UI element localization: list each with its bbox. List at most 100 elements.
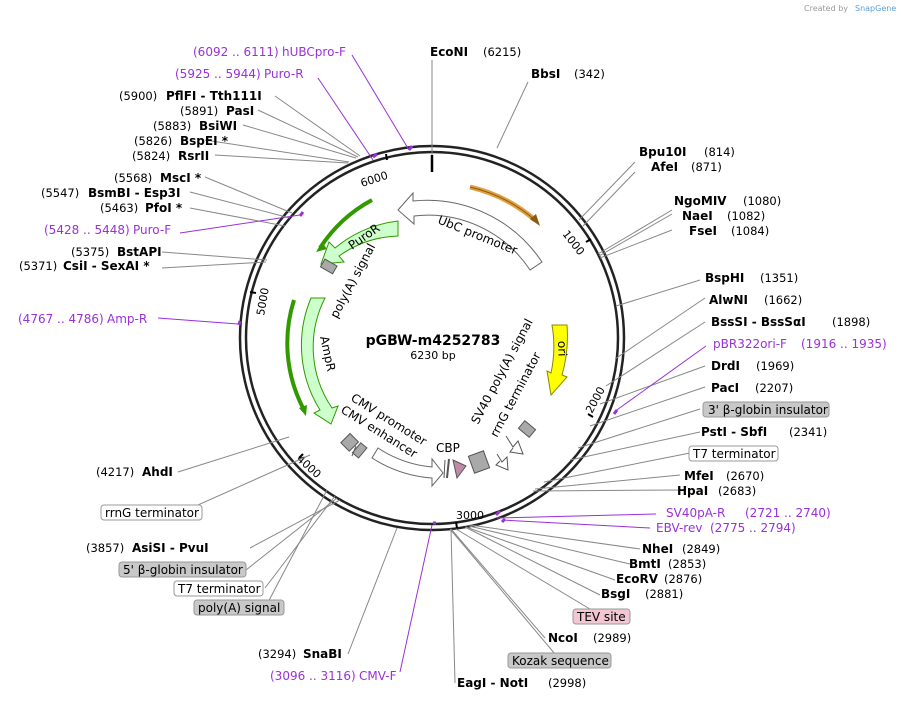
ampr-outer-arc xyxy=(285,299,305,409)
ori-arrow xyxy=(546,324,568,397)
enzyme-asisi-pos: (3857) xyxy=(86,541,124,555)
enzyme-bsgi-pos: (2881) xyxy=(645,587,683,601)
enzyme-fsei-pos: (1084) xyxy=(731,224,769,238)
primer-sv40pa-r: SV40pA-R xyxy=(666,506,725,520)
tick-3000: 3000 xyxy=(456,509,484,522)
feature-t7-terminator-left: T7 terminator xyxy=(177,582,261,596)
enzyme-bbsi: BbsI xyxy=(531,67,560,81)
enzyme-pasi-pos: (5891) xyxy=(180,104,218,118)
primer-hubcpro-f-pos: (6092 .. 6111) xyxy=(193,45,279,59)
enzyme-ahdi-pos: (4217) xyxy=(96,465,134,479)
enzyme-bspei: BspEI * xyxy=(180,134,229,148)
tev-site-inner xyxy=(452,459,467,480)
enzyme-paci: PacI xyxy=(711,381,739,395)
enzyme-afei: AfeI xyxy=(651,160,678,174)
ampr-arrow xyxy=(301,297,339,425)
enzyme-naei: NaeI xyxy=(682,209,713,223)
primer-puro-r: Puro-R xyxy=(264,67,304,81)
enzyme-bsphi: BspHI xyxy=(705,271,744,285)
enzyme-bsmbi-pos: (5547) xyxy=(41,186,79,200)
cbp-label: CBP xyxy=(436,441,460,455)
enzyme-bstapi: BstAPI xyxy=(117,245,162,259)
enzyme-bspei-pos: (5826) xyxy=(134,134,172,148)
enzyme-afei-pos: (871) xyxy=(691,160,722,174)
primer-pbr322ori-f: pBR322ori-F xyxy=(713,337,787,351)
enzyme-bsssi: BssSI - BssSαI xyxy=(711,315,806,329)
enzyme-ecorv-pos: (2876) xyxy=(664,572,702,586)
enzyme-bsiwi-pos: (5883) xyxy=(153,119,191,133)
enzyme-snabi-pos: (3294) xyxy=(258,647,296,661)
gray-box-1 xyxy=(319,258,338,275)
primer-puro-f: Puro-F xyxy=(133,223,171,237)
enzyme-ncoi: NcoI xyxy=(548,631,578,645)
enzyme-snabi: SnaBI xyxy=(303,647,342,661)
enzyme-csii-pos: (5371) xyxy=(19,259,57,273)
enzyme-ahdi: AhdI xyxy=(142,465,173,479)
enzyme-mfei: MfeI xyxy=(684,469,714,483)
enzyme-hpai-pos: (2683) xyxy=(718,484,756,498)
enzyme-pflfi: PflFI - Tth111I xyxy=(166,89,262,103)
enzyme-bsssi-pos: (1898) xyxy=(832,315,870,329)
outer-feature-labels: 3' β-globin insulator T7 terminator TEV … xyxy=(100,401,830,669)
enzyme-pfoi: PfoI * xyxy=(145,201,183,215)
enzyme-fsei: FseI xyxy=(689,224,717,238)
ubc-promoter-arrow xyxy=(397,191,543,271)
enzyme-hpai: HpaI xyxy=(677,484,708,498)
enzyme-bsphi-pos: (1351) xyxy=(760,271,798,285)
enzyme-bstapi-pos: (5375) xyxy=(71,245,109,259)
gray-box-rrng xyxy=(517,419,537,439)
snapgene-brand: SnapGene xyxy=(855,4,896,13)
gray-box-enhancer-1 xyxy=(340,432,360,452)
enzyme-bbsi-pos: (342) xyxy=(574,67,605,81)
enzyme-ncoi-pos: (2989) xyxy=(593,631,631,645)
tick-6000: 6000 xyxy=(359,169,390,190)
primer-cmv-f-pos: (3096 .. 3116) xyxy=(270,669,356,683)
feature-t7-terminator-right: T7 terminator xyxy=(692,447,776,461)
enzyme-ngomiv: NgoMIV xyxy=(674,194,727,208)
feature-tev-site: TEV site xyxy=(576,610,626,624)
enzyme-naei-pos: (1082) xyxy=(727,209,765,223)
cmv-promoter-arrow xyxy=(371,447,444,488)
credit-text: Created by xyxy=(804,4,848,13)
plasmid-length: 6230 bp xyxy=(410,349,455,362)
feature-5-beta-globin-insulator: 5' β-globin insulator xyxy=(123,563,243,577)
ori-label: ori xyxy=(555,341,570,357)
gray-box-cbp xyxy=(467,450,491,474)
primer-puro-f-pos: (5428 .. 5448) xyxy=(44,223,130,237)
enzyme-nhei: NheI xyxy=(642,542,673,556)
enzyme-pfoi-pos: (5463) xyxy=(100,201,138,215)
enzyme-msci: MscI * xyxy=(160,171,202,185)
enzyme-rsrii: RsrII xyxy=(178,149,209,163)
tick-5000: 5000 xyxy=(254,287,272,317)
enzyme-rsrii-pos: (5824) xyxy=(132,149,170,163)
enzyme-psti-pos: (2341) xyxy=(789,425,827,439)
primer-cmv-f: CMV-F xyxy=(359,669,397,683)
enzyme-eagi-noti: EagI - NotI xyxy=(457,676,528,690)
primer-puro-r-pos: (5925 .. 5944) xyxy=(175,67,261,81)
enzyme-ecorv: EcoRV xyxy=(616,572,659,586)
enzyme-bsiwi: BsiWI xyxy=(199,119,237,133)
enzyme-bsmbi: BsmBI - Esp3I xyxy=(88,186,180,200)
enzyme-pasi: PasI xyxy=(226,104,254,118)
enzyme-eagi-noti-pos: (2998) xyxy=(548,676,586,690)
primer-ebv-rev: EBV-rev xyxy=(656,521,702,535)
enzyme-bsgi: BsgI xyxy=(601,587,630,601)
leader-lines xyxy=(161,60,706,684)
enzyme-bmti-pos: (2853) xyxy=(668,557,706,571)
puror-outer-arc xyxy=(318,198,373,250)
primer-amp-r: Amp-R xyxy=(107,312,147,326)
t7-small-arrow xyxy=(505,435,524,455)
primer-ebv-rev-pos: (2775 .. 2794) xyxy=(710,521,796,535)
enzyme-econi: EcoNI xyxy=(430,45,468,59)
tick-1000: 1000 xyxy=(560,228,587,258)
enzyme-msci-pos: (5568) xyxy=(114,171,152,185)
enzyme-bmti: BmtI xyxy=(629,557,661,571)
primer-lines xyxy=(157,54,707,673)
enzyme-alwni: AlwNI xyxy=(709,293,748,307)
enzyme-bpu10i: Bpu10I xyxy=(639,145,686,159)
enzyme-pflfi-pos: (5900) xyxy=(119,89,157,103)
enzyme-mfei-pos: (2670) xyxy=(726,469,764,483)
enzyme-econi-pos: (6215) xyxy=(483,45,521,59)
enzyme-drdi-pos: (1969) xyxy=(756,359,794,373)
primer-hubcpro-f: hUBCpro-F xyxy=(282,45,346,59)
